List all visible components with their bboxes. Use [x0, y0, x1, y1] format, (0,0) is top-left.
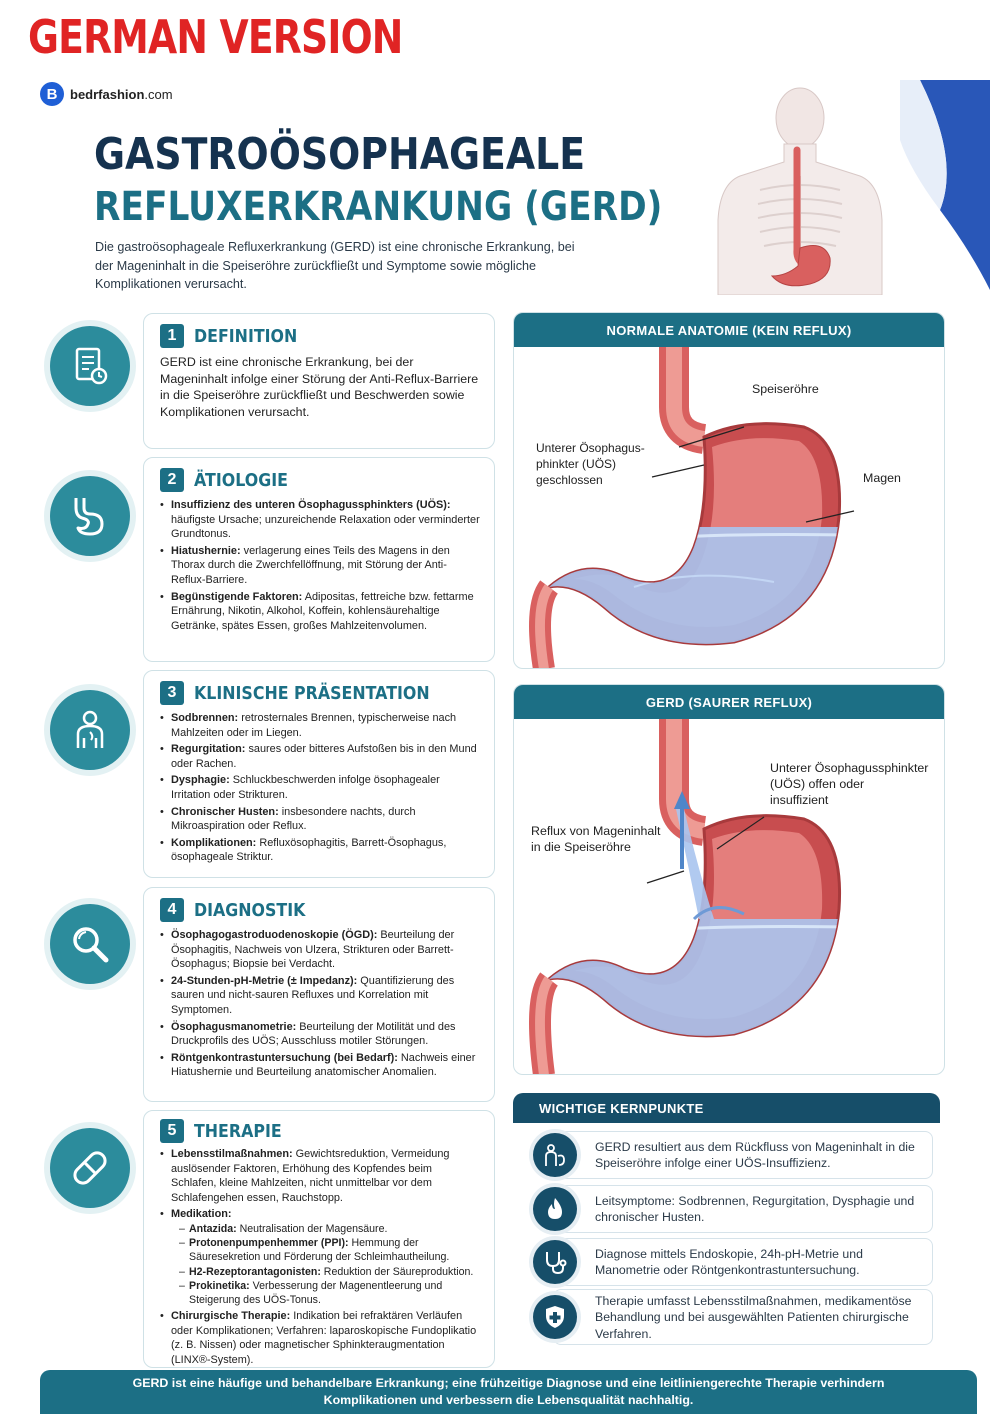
definition-text: GERD ist eine chronische Erkrankung, bei…	[160, 355, 479, 419]
stomach-icon	[50, 476, 130, 556]
brand-icon: B	[40, 82, 64, 106]
key-point-item: GERD resultiert aus dem Rückfluss von Ma…	[533, 1131, 933, 1179]
panel-title: GERD (SAURER REFLUX)	[514, 685, 944, 719]
list-item: Sodbrennen: retrosternales Brennen, typi…	[160, 711, 480, 740]
panel-gerd: GERD (SAURER REFLUX) Unterer Ösophagussp…	[513, 684, 945, 1075]
list-item: Antazida: Neutralisation der Magensäure.	[179, 1222, 480, 1236]
label-sphincter-open: Unterer Ösophagussphinkter (UÖS) offen o…	[770, 761, 929, 807]
section-number: 2	[160, 468, 184, 492]
list-item: Protonenpumpenhemmer (PPI): Hemmung der …	[179, 1236, 480, 1264]
section-title: KLINISCHE PRÄSENTATION	[194, 682, 430, 704]
label-reflux: Reflux von Mageninhalt in die Speiseröhr…	[531, 824, 661, 854]
list-item: Insuffizienz des unteren Ösophagussphink…	[160, 498, 480, 542]
key-points-title: WICHTIGE KERNPUNKTE	[513, 1093, 940, 1123]
key-point-text: Therapie umfasst Lebensstilmaßnahmen, me…	[595, 1294, 912, 1341]
footer-summary: GERD ist eine häufige und behandelbare E…	[40, 1370, 977, 1414]
list-item: Prokinetika: Verbesserung der Magenentle…	[179, 1279, 480, 1307]
list-item: Regurgitation: saures oder bitteres Aufs…	[160, 742, 480, 771]
list-item: Chronischer Husten: insbesondere nachts,…	[160, 805, 480, 834]
stethoscope-icon	[533, 1240, 577, 1284]
list-item: 24-Stunden-pH-Metrie (± Impedanz): Quant…	[160, 974, 480, 1018]
list-item: Begünstigende Faktoren: Adipositas, fett…	[160, 590, 480, 634]
section-title: DIAGNOSTIK	[194, 899, 306, 921]
section-klinische-praesentation: 3 KLINISCHE PRÄSENTATION Sodbrennen: retr…	[143, 670, 495, 878]
list-item: Ösophagusmanometrie: Beurteilung der Mot…	[160, 1020, 480, 1049]
section-title: DEFINITION	[194, 325, 298, 347]
list-item: Medikation: Antazida: Neutralisation der…	[160, 1207, 480, 1307]
brand-domain: .com	[144, 86, 173, 102]
section-title: ÄTIOLOGIE	[194, 469, 288, 491]
list-item: H2-Rezeptorantagonisten: Reduktion der S…	[179, 1265, 480, 1279]
section-title: THERAPIE	[194, 1120, 282, 1142]
pill-icon	[50, 1128, 130, 1208]
magnifier-icon	[50, 904, 130, 984]
key-point-text: Diagnose mittels Endoskopie, 24h-pH-Metr…	[595, 1247, 863, 1278]
page-title-line1: GASTROÖSOPHAGEALE	[94, 129, 586, 180]
section-diagnostik: 4 DIAGNOSTIK Ösophagogastroduodenoskopie …	[143, 887, 495, 1102]
section-number: 3	[160, 681, 184, 705]
list-item: Lebensstilmaßnahmen: Gewichtsreduktion, …	[160, 1147, 480, 1205]
panel-normal-anatomy: NORMALE ANATOMIE (KEIN REFLUX) Speiseröh…	[513, 312, 945, 669]
language-banner: GERMAN VERSION	[28, 10, 403, 64]
patient-icon	[50, 690, 130, 770]
list-item: Röntgenkontrastuntersuchung (bei Bedarf)…	[160, 1051, 480, 1080]
list-item: Dysphagie: Schluckbeschwerden infolge ös…	[160, 773, 480, 802]
torso-illustration	[717, 87, 883, 295]
stomach-normal-illustration	[529, 347, 855, 668]
section-therapie: 5 THERAPIE Lebensstilmaßnahmen: Gewichtsr…	[143, 1110, 495, 1368]
section-aetiologie: 2 ÄTIOLOGIE Insuffizienz des unteren Ösop…	[143, 457, 495, 662]
brand-logo: B bedrfashion.com	[40, 82, 173, 106]
stomach-gerd-illustration	[529, 719, 842, 1074]
list-item: Hiatushernie: verlagerung eines Teils de…	[160, 544, 480, 588]
section-number: 1	[160, 324, 184, 348]
list-item: Komplikationen: Refluxösophagitis, Barre…	[160, 836, 480, 865]
list-item: Ösophagogastroduodenoskopie (ÖGD): Beurt…	[160, 928, 480, 972]
document-clock-icon	[50, 326, 130, 406]
key-point-item: Diagnose mittels Endoskopie, 24h-pH-Metr…	[533, 1238, 933, 1286]
section-number: 4	[160, 898, 184, 922]
label-esophagus: Speiseröhre	[752, 382, 819, 396]
intro-text: Die gastroösophageale Refluxerkrankung (…	[95, 240, 575, 291]
shield-cross-icon	[533, 1295, 577, 1339]
page-title-line2: REFLUXERKRANKUNG (GERD)	[94, 184, 663, 230]
key-point-item: Therapie umfasst Lebensstilmaßnahmen, me…	[533, 1289, 933, 1345]
label-stomach: Magen	[863, 471, 901, 485]
flame-icon	[533, 1187, 577, 1231]
stomach-reflux-icon	[533, 1133, 577, 1177]
key-point-text: Leitsymptome: Sodbrennen, Regurgitation,…	[595, 1194, 915, 1225]
panel-title: NORMALE ANATOMIE (KEIN REFLUX)	[514, 313, 944, 347]
key-point-text: GERD resultiert aus dem Rückfluss von Ma…	[595, 1140, 915, 1171]
section-definition: 1 DEFINITION GERD ist eine chronische Erk…	[143, 313, 495, 449]
key-point-item: Leitsymptome: Sodbrennen, Regurgitation,…	[533, 1185, 933, 1233]
key-points-panel: WICHTIGE KERNPUNKTE GERD resultiert aus …	[513, 1093, 940, 1363]
brand-name: bedrfashion	[70, 86, 145, 102]
corner-decoration	[900, 80, 990, 290]
section-number: 5	[160, 1119, 184, 1143]
list-item: Chirurgische Therapie: Indikation bei re…	[160, 1309, 480, 1367]
label-sphincter-closed: Unterer Ösophagus- phinkter (UÖS) geschl…	[536, 441, 645, 487]
